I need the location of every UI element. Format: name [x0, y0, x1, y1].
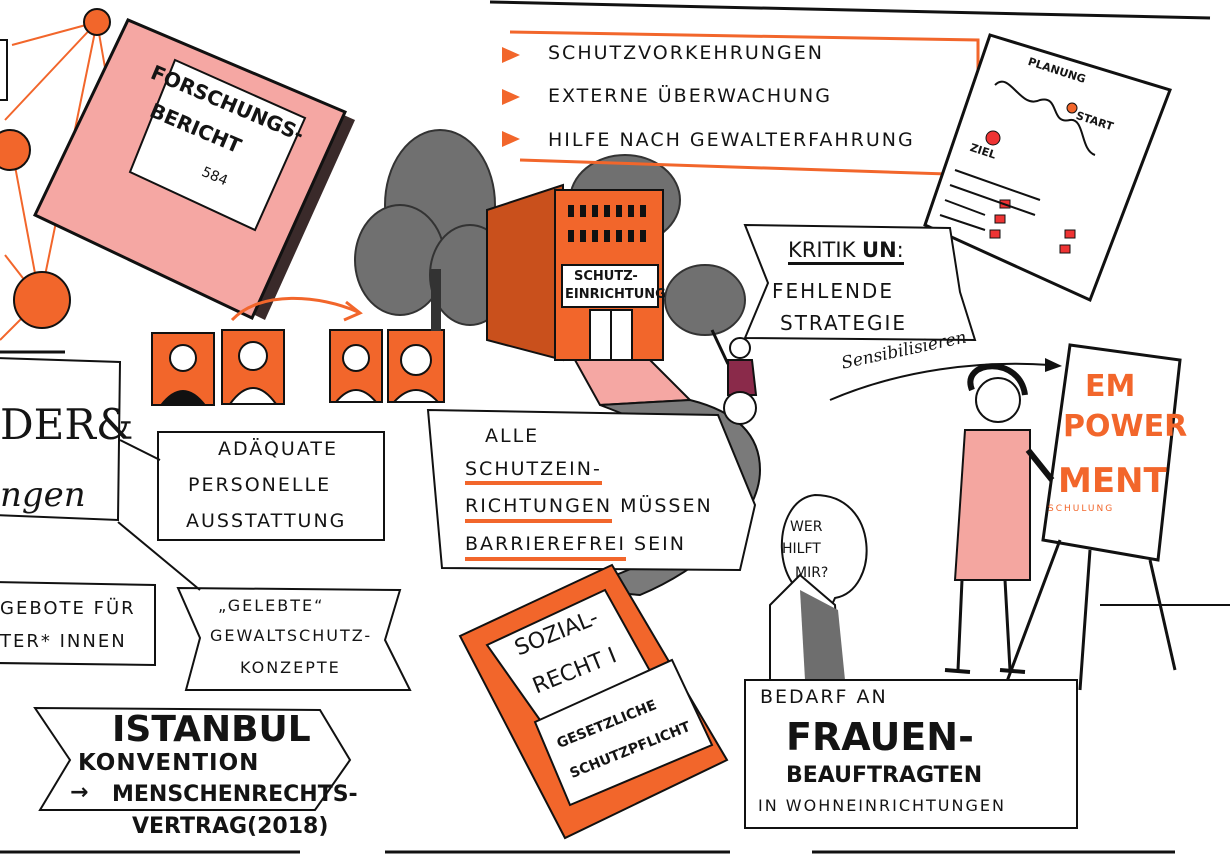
- accessibility-line4-rest: SEIN: [626, 533, 686, 555]
- istanbul-line2: KONVENTION: [78, 750, 260, 776]
- bullet-arrow-1: [502, 47, 520, 63]
- speech-line2: HILFT: [782, 541, 821, 557]
- left-fragment-2: ngen: [0, 475, 86, 515]
- staffing-line3: AUSSTATTUNG: [186, 510, 347, 532]
- tower-building: [769, 573, 845, 681]
- accessibility-line2: SCHUTZEIN-: [465, 460, 602, 485]
- offers-line1: GEBOTE FÜR: [0, 598, 136, 619]
- concepts-line1: „GELEBTE“: [218, 596, 325, 615]
- offers-box: [0, 581, 156, 667]
- women-rep-line4: IN WOHNEINRICHTUNGEN: [758, 796, 1006, 815]
- left-fragment-box: [0, 357, 122, 522]
- criticism-title-un: UN: [862, 238, 897, 262]
- protection-item-2: EXTERNE ÜBERWACHUNG: [548, 85, 832, 107]
- empowerment-subtitle: SCHULUNG: [1048, 504, 1115, 514]
- wheelchair-user: [710, 329, 758, 425]
- staffing-line1: ADÄQUATE: [218, 438, 338, 460]
- report-arrow: [230, 296, 359, 322]
- protection-item-3: HILFE NACH GEWALTERFAHRUNG: [548, 129, 915, 151]
- accessibility-line3-rest: MÜSSEN: [612, 495, 713, 517]
- protection-item-1: SCHUTZVORKEHRUNGEN: [548, 42, 824, 64]
- left-fragment-1: DER&: [0, 400, 134, 449]
- istanbul-line3: MENSCHENRECHTS-: [112, 782, 358, 807]
- criticism-title-prefix: KRITIK: [788, 238, 863, 262]
- women-rep-line3: BEAUFTRAGTEN: [786, 763, 983, 788]
- istanbul-banner: [33, 706, 352, 811]
- women-rep-line1: BEDARF AN: [760, 686, 888, 708]
- staffing-line2: PERSONELLE: [188, 474, 332, 496]
- building-sign-line2: EINRICHTUNG: [565, 287, 666, 302]
- bullet-arrow-3: [502, 131, 520, 147]
- social-law-book: [458, 563, 729, 840]
- accessibility-line4-underlined: BARRIEREFREI: [465, 533, 626, 561]
- empowerment-line3: MENT: [1058, 461, 1167, 501]
- accessibility-line3: RICHTUNGEN MÜSSEN: [465, 495, 713, 523]
- accessibility-line1: ALLE: [485, 425, 540, 447]
- istanbul-line4: VERTRAG(2018): [132, 814, 329, 839]
- criticism-banner: [743, 223, 977, 342]
- criticism-line1: FEHLENDE: [772, 279, 894, 303]
- women-rep-line2: FRAUEN-: [786, 715, 974, 759]
- planning-board: [923, 33, 1172, 303]
- istanbul-arrow: →: [70, 780, 89, 805]
- building-sign-line1: SCHUTZ-: [574, 269, 638, 284]
- accessibility-banner: [426, 408, 757, 572]
- empowerment-line2: POWER: [1063, 409, 1188, 444]
- criticism-title: KRITIK UN:: [788, 240, 904, 265]
- research-report-book: [32, 18, 355, 321]
- concepts-line3: KONZEPTE: [240, 658, 341, 677]
- network-graph: [0, 8, 131, 341]
- staffing-box: [157, 431, 385, 541]
- presenter-person: [944, 363, 1055, 674]
- offers-line2: TER* INNEN: [0, 631, 127, 652]
- protection-facility-building: [486, 183, 693, 407]
- flipchart-easel: [998, 343, 1182, 701]
- sensitize-arrow: [829, 362, 1051, 401]
- empowerment-line1: EM: [1085, 369, 1136, 404]
- bullet-arrow-2: [502, 89, 520, 105]
- top-frame-line: [489, 0, 1211, 20]
- speech-line1: WER: [790, 519, 823, 535]
- speech-line3: MIR?: [795, 565, 829, 581]
- accessibility-line3-underlined: RICHTUNGEN: [465, 495, 613, 523]
- accessibility-line4: BARRIEREFREI SEIN: [465, 533, 686, 561]
- portrait-group-right: [329, 329, 445, 403]
- women-rep-box: [744, 679, 1078, 829]
- istanbul-line1: ISTANBUL: [112, 709, 311, 750]
- portrait-group-left: [151, 329, 285, 406]
- concepts-line2: GEWALTSCHUTZ-: [210, 626, 373, 645]
- criticism-line2: STRATEGIE: [780, 311, 908, 335]
- criticism-title-suffix: :: [896, 238, 904, 262]
- concepts-banner: [176, 586, 412, 691]
